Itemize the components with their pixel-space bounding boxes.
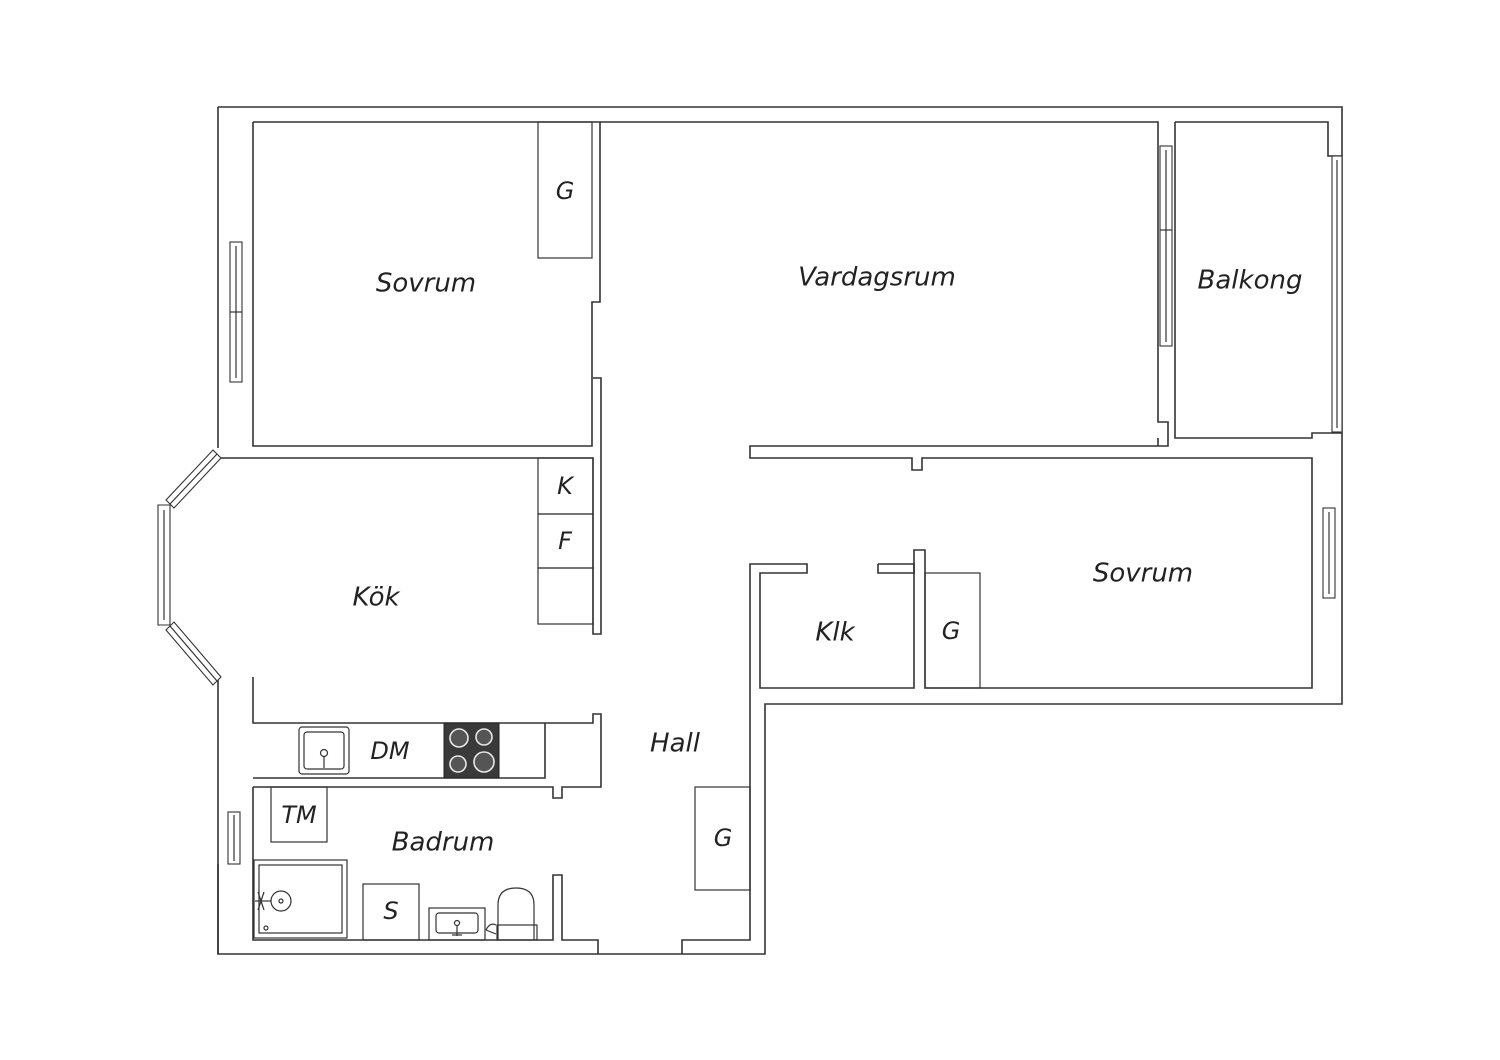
shower-icon [253,859,348,939]
outer-walls [217,106,1343,955]
label-bathroom-cabinet: S [383,897,398,925]
room-label-bathroom: Badrum [392,828,495,858]
wardrobe-bedroom-2 [924,572,981,689]
room-label-kitchen: Kök [352,583,400,613]
label-wardrobe-bedroom-2: G [942,617,961,645]
kitchen-cabinet [537,567,594,625]
label-wardrobe-bedroom-1: G [556,177,575,205]
room-label-bedroom-2: Sovrum [1093,559,1193,589]
windows [227,145,1343,865]
room-label-closet: Klk [815,618,855,648]
bathroom-cabinet [362,883,420,941]
label-washing-machine: TM [281,801,317,829]
stove-icon [443,722,500,779]
sink-icon [298,726,350,775]
label-fridge: K [557,472,575,500]
built-ins [270,121,981,941]
washbasin-icon [428,907,486,941]
room-labels: Sovrum Vardagsrum Balkong Kök Sovrum Klk… [352,263,1302,858]
label-freezer: F [558,527,573,555]
label-wardrobe-hall: G [714,824,733,852]
room-label-bedroom-1: Sovrum [376,269,476,299]
fixture-labels: G K F DM TM S G G [281,177,960,925]
wardrobe-bedroom-1 [537,121,593,259]
washing-machine [270,786,328,843]
bay-window [157,449,222,686]
wardrobe-hall [694,786,751,891]
label-dishwasher: DM [370,737,409,765]
toilet-icon [485,887,538,941]
room-label-balcony: Balkong [1198,266,1303,296]
room-label-hall: Hall [650,729,701,759]
room-label-living-room: Vardagsrum [798,263,956,293]
